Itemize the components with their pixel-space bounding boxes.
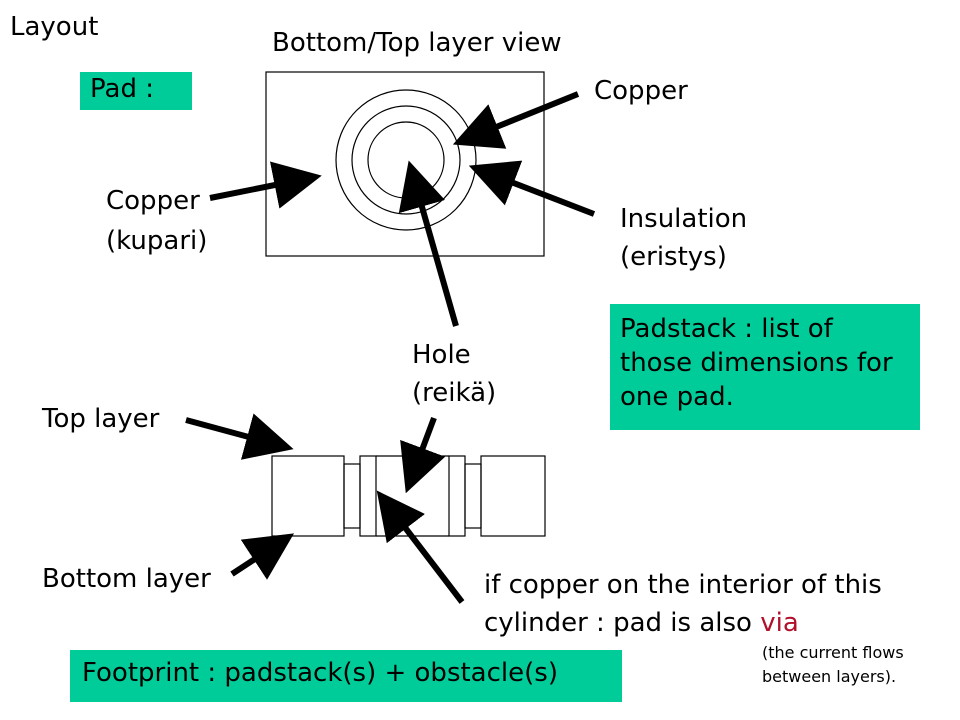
- padstack-line-1: Padstack : list of: [620, 314, 833, 344]
- top-view-board: [265, 71, 545, 257]
- layout-title: Layout: [10, 12, 99, 42]
- pad-label: Pad :: [90, 74, 154, 104]
- padstack-box: Padstack : list of those dimensions for …: [610, 304, 920, 430]
- hole-circle: [367, 121, 445, 199]
- via-word: via: [760, 608, 799, 638]
- via-note-line-1: if copper on the interior of this: [484, 570, 882, 600]
- pad-label-box: Pad :: [80, 72, 192, 110]
- footprint-box: Footprint : padstack(s) + obstacle(s): [70, 650, 622, 702]
- arrow-interior: [376, 490, 465, 604]
- padstack-line-3: one pad.: [620, 382, 734, 412]
- arrow-insulation: [468, 160, 596, 217]
- label-top-layer: Top layer: [42, 404, 160, 434]
- label-copper-left-2: (kupari): [106, 226, 208, 256]
- barrel-link-right: [464, 463, 482, 529]
- arrow-copper-left: [209, 161, 322, 209]
- barrel-link-left: [343, 463, 361, 529]
- insulation-ring: [335, 89, 477, 231]
- barrel-wall-left: [359, 455, 377, 537]
- barrel-wall-right: [448, 455, 466, 537]
- via-note-prefix: cylinder : pad is also: [484, 608, 761, 638]
- via-note-line-2: cylinder : pad is also via: [484, 606, 799, 640]
- label-hole-1: Hole: [412, 340, 471, 370]
- label-insulation-1: Insulation: [620, 204, 748, 234]
- footprint-text: Footprint : padstack(s) + obstacle(s): [82, 658, 558, 688]
- padstack-line-2: those dimensions for: [620, 348, 893, 378]
- pad-right: [480, 455, 546, 537]
- label-insulation-2: (eristys): [620, 242, 727, 272]
- copper-ring: [351, 105, 461, 215]
- arrow-bottom-layer: [230, 533, 295, 580]
- label-hole-2: (reikä): [412, 378, 497, 408]
- label-copper-right: Copper: [594, 76, 688, 106]
- label-bottom-layer: Bottom layer: [42, 564, 211, 594]
- view-title: Bottom/Top layer view: [272, 28, 562, 58]
- current-note-line-1: (the current flows: [762, 643, 904, 662]
- arrow-copper-right: [452, 91, 580, 149]
- pad-left: [271, 455, 345, 537]
- arrow-top-layer: [185, 413, 294, 460]
- label-copper-left-1: Copper: [106, 186, 200, 216]
- current-note-line-2: between layers).: [762, 667, 897, 686]
- arrow-hole-side: [400, 416, 446, 494]
- arrow-hole-top: [398, 160, 459, 327]
